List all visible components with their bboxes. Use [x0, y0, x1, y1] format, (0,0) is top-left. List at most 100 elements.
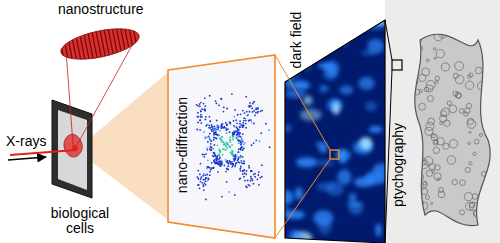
dark-field-blob [337, 25, 352, 29]
diffraction-dot [242, 173, 244, 175]
diffraction-dot [205, 177, 207, 179]
diffraction-dot [233, 125, 235, 127]
diffraction-dot [239, 126, 241, 128]
diffraction-dot [249, 185, 251, 187]
cell-texture-dot [432, 170, 435, 173]
cell-texture-dot [475, 67, 482, 74]
diffraction-dot [234, 159, 236, 161]
diffraction-dot [229, 146, 231, 148]
diffraction-dot [225, 127, 227, 129]
diffraction-dot [203, 131, 205, 133]
diffraction-dot [244, 180, 246, 182]
stripe [81, 20, 91, 70]
diffraction-dot [200, 122, 202, 124]
diffraction-dot [229, 131, 231, 133]
diffraction-dot [239, 178, 241, 180]
diffraction-dot [226, 132, 228, 134]
diffraction-dot [232, 139, 234, 141]
cell-texture-dot [452, 179, 457, 184]
cell-texture-dot [428, 221, 431, 224]
diffraction-dot [255, 139, 257, 141]
diffraction-dot [213, 152, 215, 154]
cell-texture-dot [468, 142, 470, 144]
cell-texture-dot [481, 185, 486, 190]
diffraction-dot [223, 165, 225, 167]
diffraction-dot [226, 141, 228, 143]
cell-texture-dot [440, 122, 443, 125]
dark-field-blob [291, 81, 310, 90]
diffraction-dot [221, 139, 223, 141]
xray-beam [10, 150, 76, 155]
diffraction-dot [215, 132, 217, 134]
diffraction-dot [210, 129, 212, 131]
diffraction-dot [258, 171, 260, 173]
diffraction-dot [209, 174, 211, 176]
cell-texture-dot [488, 194, 495, 201]
diffraction-dot [199, 129, 201, 131]
diffraction-dot [248, 114, 250, 116]
diffraction-dot [237, 158, 239, 160]
diffraction-dot [221, 126, 223, 128]
diffraction-dot [199, 105, 201, 107]
diffraction-dot [251, 108, 253, 110]
diffraction-dot [219, 150, 221, 152]
stripe [98, 20, 108, 70]
diffraction-dot [208, 125, 210, 127]
diffraction-dot [233, 131, 235, 133]
stripe [73, 20, 83, 70]
diffraction-dot [214, 155, 216, 157]
cell-texture-dot [479, 133, 482, 136]
diffraction-dot [220, 164, 222, 166]
diffraction-dot [210, 143, 212, 145]
diffraction-dot [245, 96, 247, 98]
diffraction-dot [205, 184, 207, 186]
diffraction-dot [217, 144, 219, 146]
diffraction-dot [237, 129, 239, 131]
diffraction-dot [232, 132, 234, 134]
cell-texture-dot [424, 87, 429, 92]
cell-texture-dot [418, 200, 424, 206]
diffraction-dot [248, 119, 250, 121]
diffraction-dot [210, 146, 212, 148]
diffraction-dot [231, 144, 233, 146]
cell-texture-dot [472, 194, 478, 200]
diffraction-dot [231, 152, 233, 154]
diffraction-dot [213, 136, 215, 138]
stripe [111, 20, 121, 70]
diffraction-dot [217, 163, 219, 165]
diffraction-dot [217, 171, 219, 173]
diffraction-dot [245, 123, 247, 125]
diffraction-dot [218, 126, 220, 128]
diffraction-dot [226, 108, 228, 110]
diffraction-dot [227, 143, 229, 145]
diffraction-dot [240, 141, 242, 143]
diffraction-dot [236, 137, 238, 139]
diffraction-dot [206, 147, 208, 149]
diffraction-dot [255, 109, 257, 111]
xray-arrow [8, 157, 46, 160]
cell-texture-dot [426, 59, 429, 62]
dark-field-blob [318, 220, 332, 235]
cell-texture-dot [465, 167, 470, 172]
dark-field-blob [358, 77, 374, 90]
diffraction-dot [242, 122, 244, 124]
cell-texture-dot [475, 36, 479, 40]
cell-texture-dot [417, 182, 423, 188]
diffraction-dot [217, 163, 219, 165]
diffraction-dot [216, 124, 218, 126]
diffraction-dot [219, 150, 221, 152]
cell-texture-dot [483, 52, 489, 58]
diffraction-dot [246, 111, 248, 113]
diffraction-dot [207, 166, 209, 168]
diffraction-dot [214, 162, 216, 164]
diffraction-dot [254, 176, 256, 178]
diffraction-dot [206, 174, 208, 176]
diffraction-dot [215, 103, 217, 105]
diffraction-dot [197, 116, 199, 118]
diffraction-dot [252, 103, 254, 105]
cell-texture-dot [434, 173, 441, 180]
diffraction-dot [234, 164, 236, 166]
diffraction-dot [197, 112, 199, 114]
diffraction-dot [219, 162, 221, 164]
diffraction-dot [240, 144, 242, 146]
